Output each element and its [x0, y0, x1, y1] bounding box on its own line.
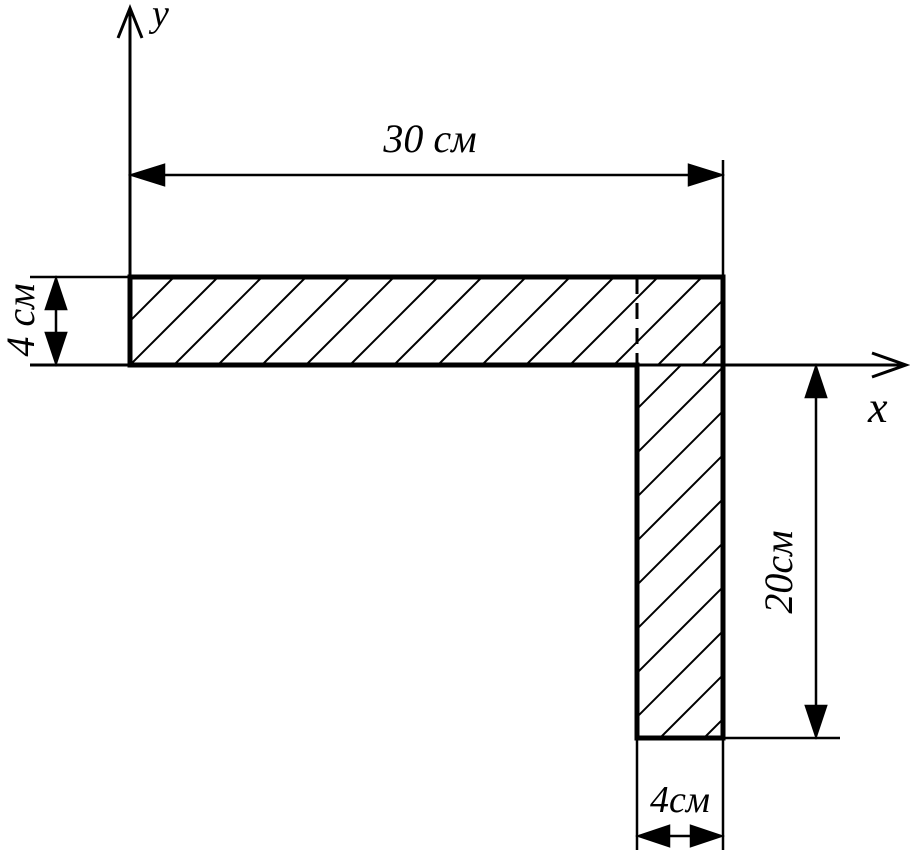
top-flange-hatching [130, 277, 878, 365]
hatch-line [437, 277, 527, 365]
hatch-line [217, 277, 307, 365]
hatch-line [637, 497, 723, 587]
dimension-leg-height [723, 363, 840, 740]
dimension-flange-thickness-label: 4 см [0, 283, 43, 356]
hatch-line [657, 298, 723, 365]
dimension-leg-thickness [635, 738, 725, 850]
hatch-line [637, 365, 682, 411]
hatch-line [393, 277, 483, 365]
hatch-line [349, 277, 439, 365]
dimension-leg-thickness-label: 4см [650, 779, 710, 821]
hatch-line [637, 365, 638, 367]
dimension-total-width [127, 160, 726, 277]
hatch-line [569, 277, 659, 365]
y-axis [116, 3, 144, 365]
hatch-line [790, 277, 878, 365]
hatch-line [261, 277, 351, 365]
hatch-line [701, 342, 723, 365]
hatch-line [613, 277, 703, 365]
hatch-line [525, 277, 615, 365]
hatch-line [637, 541, 723, 631]
hatch-line [637, 629, 723, 719]
hatch-line [173, 277, 263, 365]
hatch-line [746, 277, 834, 365]
hatch-line [481, 277, 571, 365]
hatch-line [792, 365, 910, 738]
vertical-leg-hatching [637, 365, 910, 738]
hatch-line [637, 409, 723, 499]
y-axis-label: y [148, 0, 169, 35]
hatch-line [305, 277, 395, 365]
hatch-line [130, 277, 175, 323]
x-axis-label: x [867, 383, 888, 432]
hatch-line [637, 365, 723, 455]
dimension-flange-thickness [30, 275, 130, 367]
x-axis [30, 351, 910, 379]
hatch-line [637, 585, 723, 675]
dimension-leg-height-label: 20см [756, 530, 801, 613]
hatch-line [130, 277, 219, 365]
dimension-total-width-label: 30 см [382, 116, 476, 161]
